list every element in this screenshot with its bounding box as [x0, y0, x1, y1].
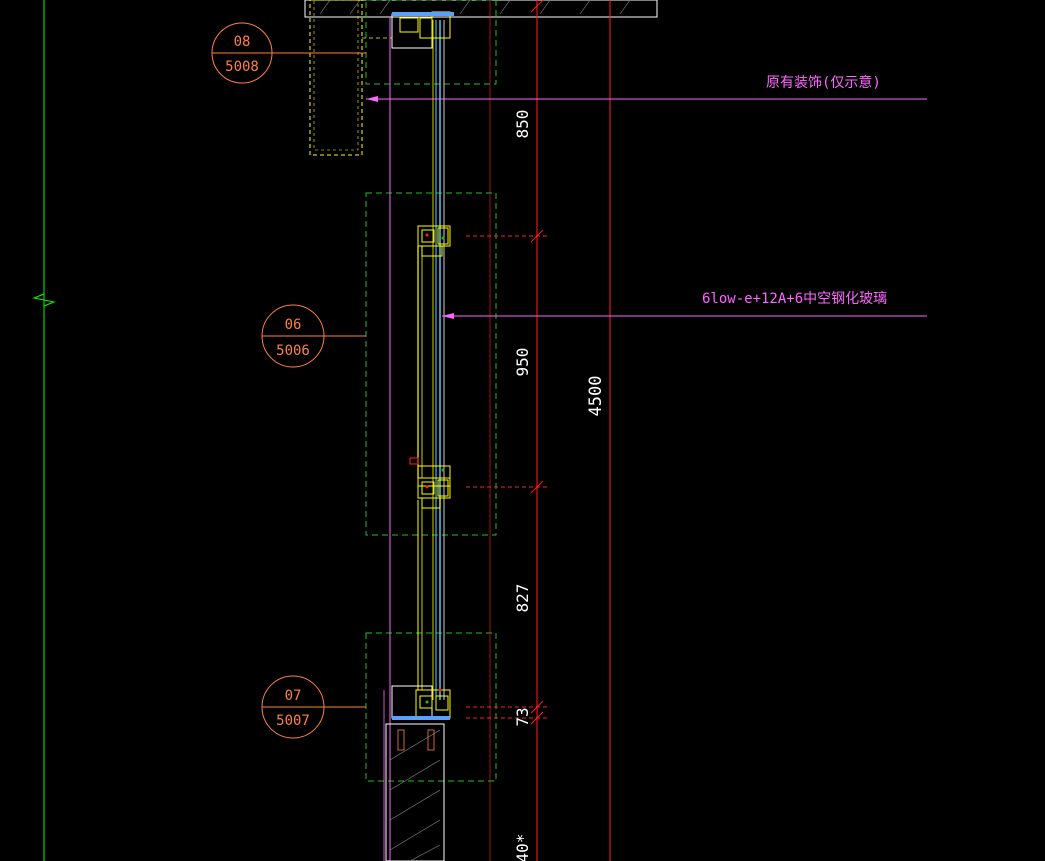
dimension-lines	[466, 0, 611, 861]
dim-950: 950	[513, 348, 532, 377]
existing-finish-label: 原有装饰(仅示意)	[766, 74, 881, 91]
dim-73: 73	[513, 707, 532, 726]
detail-box-08[interactable]	[365, 0, 497, 85]
detail-box-06[interactable]	[365, 192, 497, 536]
profile-node-middle	[417, 465, 451, 509]
profile-node-upper	[417, 225, 451, 257]
callout-07-sheet: 5007	[276, 713, 310, 729]
annotation-existing-finish[interactable]: 原有装饰(仅示意)	[366, 74, 927, 102]
callout-08-id: 08	[234, 34, 251, 50]
callout-06[interactable]: 06 5006	[261, 304, 366, 368]
callout-06-id: 06	[285, 317, 302, 333]
profile-node-top	[391, 11, 454, 49]
dim-827: 827	[513, 584, 532, 613]
annotation-glass-spec[interactable]: 6low-e+12A+6中空钢化玻璃	[442, 290, 927, 319]
dim-40: 40*	[513, 834, 532, 861]
callout-07[interactable]: 07 5007	[261, 675, 366, 739]
dim-850: 850	[513, 110, 532, 139]
bottom-concrete-wall	[385, 723, 445, 861]
callout-07-id: 07	[285, 688, 302, 704]
callout-08-sheet: 5008	[225, 59, 259, 75]
vent-sash-frame	[409, 246, 423, 690]
glass-panel-profile	[432, 20, 445, 700]
inner-wall-lines	[383, 17, 391, 861]
dim-4500: 4500	[586, 376, 606, 417]
callout-06-sheet: 5006	[276, 343, 310, 359]
callout-08[interactable]: 08 5008	[211, 22, 366, 84]
existing-decoration-outline	[309, 0, 392, 156]
profile-node-bottom	[391, 685, 451, 720]
top-floor-slab	[304, 0, 658, 18]
left-reference-line	[32, 0, 56, 861]
dimension-labels: 850 950 827 73 40* 4500	[513, 110, 606, 861]
glass-spec-label: 6low-e+12A+6中空钢化玻璃	[702, 290, 887, 307]
